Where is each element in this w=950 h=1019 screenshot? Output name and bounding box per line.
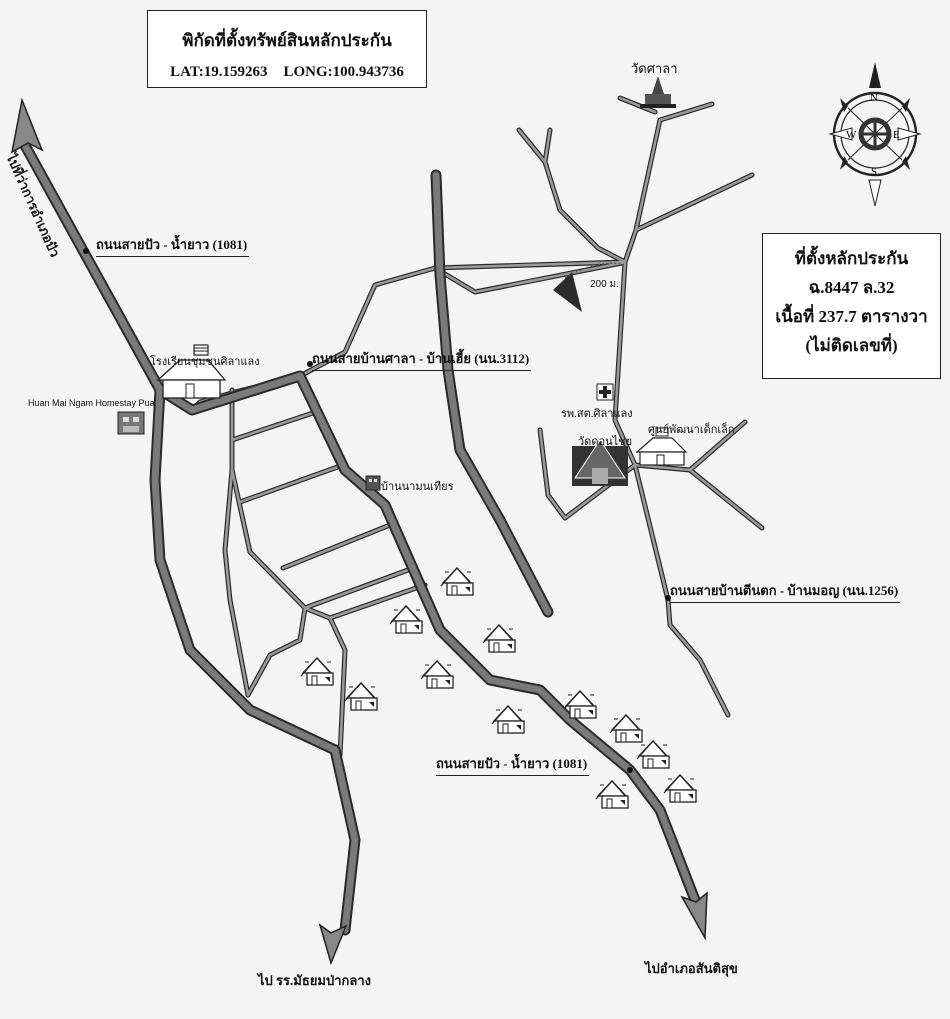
distance-label: 200 ม. [590,279,619,290]
school-icon [156,344,227,399]
compass-e: E [893,129,900,141]
childcare-icon [635,427,688,466]
compass-s: S [871,166,877,178]
road-label-pua-nanyao-bottom: ถนนสายปัว - น้ำยาว (1081) [436,753,590,776]
compass-n: N [870,92,878,104]
coordinates-values: LAT:19.159263 LONG:100.943736 [148,64,426,81]
compass-w: W [846,129,857,141]
label-homestay: Huan Mai Ngam Homestay Pua [28,398,155,408]
address-note: (ไม่ติดเลขที่) [805,336,898,355]
label-village-house: บ้านนามนเทียร [381,481,454,493]
road-label-ban-tuentok: ถนนสายบ้านตีนตก - บ้านมอญ (นน.1256) [670,580,901,603]
wat-sala-icon [640,76,676,108]
homestay-icon [117,411,145,435]
coordinates-box: พิกัดที่ตั้งทรัพย์สินหลักประกัน LAT:19.1… [147,10,427,88]
property-marker-icon [553,272,582,312]
wat-don-chai-icon [572,439,628,486]
arrow-to-santisuk-icon [680,891,708,941]
longitude: LONG:100.943736 [283,64,404,80]
hospital-icon [596,383,614,401]
latitude: LAT:19.159263 [170,64,268,80]
label-wat-sala: วัดศาลา [631,61,678,76]
label-wat-don-chai: วัดดอนไชย [578,436,633,448]
location-title: ที่ตั้งหลักประกัน [794,249,909,268]
compass-icon: N E S W [828,62,922,207]
label-childcare: ศูนย์พัฒนาเด็กเล็ก [648,424,735,436]
road-label-pua-nanyao-top: ถนนสายปัว - น้ำยาว (1081) [96,234,250,257]
coordinates-title: พิกัดที่ตั้งทรัพย์สินหลักประกัน [182,31,392,50]
destination-school: ไป รร.มัธยมป่ากลาง [258,973,371,988]
destination-santisuk: ไปอำเภอสันติสุข [645,961,738,976]
collateral-location-box: ที่ตั้งหลักประกัน ฉ.8447 ล.32 เนื้อที่ 2… [762,233,941,379]
deed-number: ฉ.8447 ล.32 [808,278,895,297]
arrow-to-pua-icon [10,97,44,154]
village-building-icon [365,475,381,491]
arrow-to-school-icon [318,923,348,966]
distance-arc [564,262,623,279]
label-hospital: รพ.สต.ศิลาแลง [561,408,633,420]
land-area: เนื้อที่ 237.7 ตารางวา [775,307,928,326]
road-label-ban-sala: ถนนสายบ้านศาลา - บ้านเฮี้ย (นน.3112) [312,348,532,371]
label-school: โรงเรียนชุมชนศิลาแลง [150,356,260,368]
